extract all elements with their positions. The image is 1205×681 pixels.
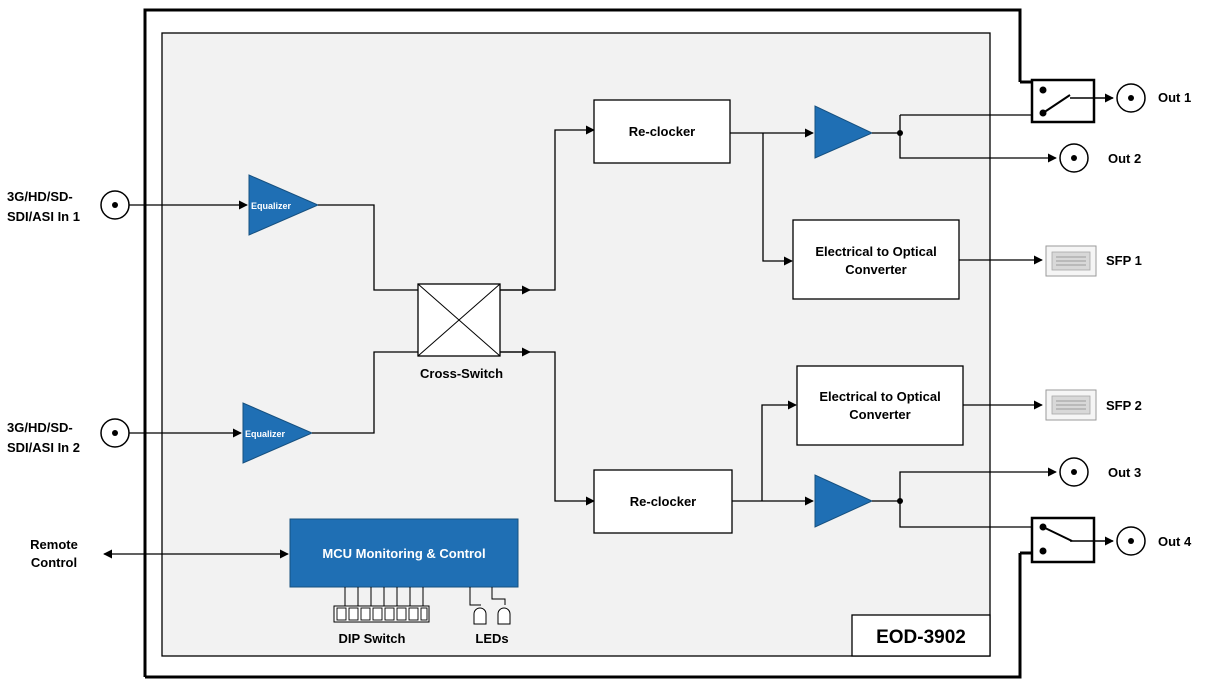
- out-3-label: Out 3: [1108, 465, 1141, 480]
- reclocker-1: [593, 99, 731, 164]
- sfp-module-2-icon: [1045, 389, 1097, 421]
- equalizer-1-label: Equalizer: [251, 201, 292, 211]
- equalizer-1: Equalizer: [248, 174, 320, 236]
- cross-switch: [417, 283, 501, 357]
- bypass-relay-2: [1030, 516, 1114, 564]
- reclocker-1-label: Re-clocker: [629, 124, 695, 139]
- eo-converter-2-label-line2: Converter: [849, 407, 910, 422]
- input-2-label-line2: SDI/ASI In 2: [7, 440, 80, 455]
- bnc-connector-in2: [100, 418, 130, 448]
- wire-node-relay2: [899, 501, 1032, 528]
- wire-cs-reclocker2: [500, 351, 595, 506]
- remote-control-label-line1: Remote: [30, 537, 78, 552]
- bypass-relay-1: [1030, 78, 1114, 124]
- remote-control-label-line2: Control: [31, 555, 77, 570]
- bnc-connector-out3: [1059, 457, 1089, 487]
- reclocker-2: [593, 469, 733, 534]
- input-1-label-line1: 3G/HD/SD-: [7, 189, 73, 204]
- wire-eq1-crossswitch: [318, 204, 418, 291]
- chassis-outline: [143, 8, 1022, 679]
- eo-converter-1: [792, 219, 960, 300]
- mcu-label: MCU Monitoring & Control: [322, 546, 485, 561]
- input-2-label-line1: 3G/HD/SD-: [7, 420, 73, 435]
- dip-switch-icon: [333, 587, 430, 623]
- wire-rc2-eo2: [761, 400, 797, 501]
- dip-switch-label: DIP Switch: [339, 631, 406, 646]
- eo-converter-2-label-line1: Electrical to Optical: [819, 389, 940, 404]
- led-icon: [469, 587, 511, 625]
- model-label: EOD-3902: [876, 627, 966, 648]
- eo-converter-1-label-line2: Converter: [845, 262, 906, 277]
- bnc-connector-out4: [1116, 526, 1146, 556]
- cross-switch-label: Cross-Switch: [420, 366, 503, 381]
- wire-rc1-eo1: [762, 133, 793, 266]
- mcu-block: [289, 518, 519, 588]
- sfp-module-1-icon: [1045, 245, 1097, 277]
- out-4-label: Out 4: [1158, 534, 1192, 549]
- sfp-2-label: SFP 2: [1106, 398, 1142, 413]
- eo-converter-1-label-line1: Electrical to Optical: [815, 244, 936, 259]
- leds-label: LEDs: [475, 631, 508, 646]
- cable-driver-2: [814, 474, 874, 528]
- model-tag: [851, 614, 991, 657]
- wire-cs-reclocker1: [500, 125, 595, 291]
- wire-eq2-crossswitch: [312, 351, 418, 434]
- equalizer-2-label: Equalizer: [245, 429, 286, 439]
- out-1-label: Out 1: [1158, 90, 1191, 105]
- equalizer-2: Equalizer: [242, 402, 314, 464]
- sfp-1-label: SFP 1: [1106, 253, 1142, 268]
- reclocker-2-label: Re-clocker: [630, 494, 696, 509]
- bnc-connector-out2: [1059, 143, 1089, 173]
- cable-driver-1: [814, 105, 874, 159]
- bnc-connector-in1: [100, 190, 130, 220]
- eo-converter-2: [796, 365, 964, 446]
- wire-out2: [899, 133, 1057, 163]
- bnc-connector-out1: [1116, 83, 1146, 113]
- out-2-label: Out 2: [1108, 151, 1141, 166]
- board-area: [161, 32, 991, 657]
- wire-out3: [899, 467, 1057, 501]
- input-1-label-line2: SDI/ASI In 1: [7, 209, 80, 224]
